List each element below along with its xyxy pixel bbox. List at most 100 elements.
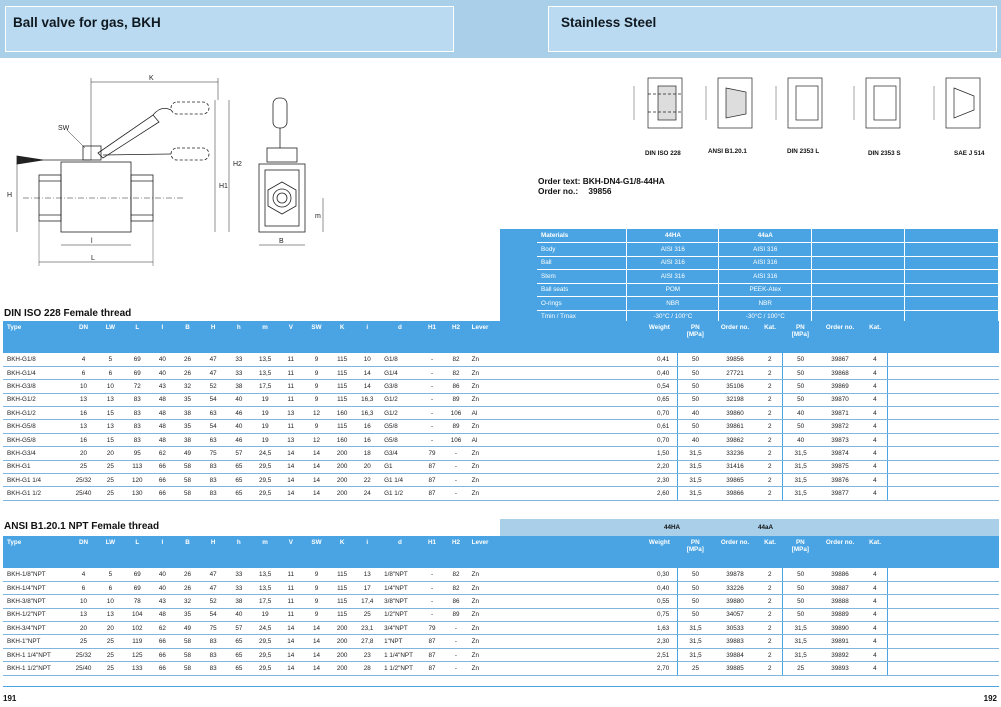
table-cell: 15 xyxy=(96,433,125,448)
table-cell: - xyxy=(419,594,445,609)
table-cell: 48 xyxy=(150,393,175,408)
table-cell: 72 xyxy=(124,379,151,394)
dim-m: m xyxy=(315,213,321,220)
table-cell: 2 xyxy=(757,594,783,609)
column-header: PN[MPa] xyxy=(677,321,713,353)
column-header: H1 xyxy=(419,536,445,568)
table-cell: 2 xyxy=(757,486,783,501)
table-cell: 1/8"NPT xyxy=(380,568,420,582)
table-cell: 3/4"NPT xyxy=(380,621,420,636)
table-cell: 2 xyxy=(757,648,783,663)
table-cell: 58 xyxy=(174,473,201,488)
table-cell: G3/8 xyxy=(380,379,420,394)
column-header: m xyxy=(251,536,279,568)
table-cell: 2 xyxy=(757,353,783,367)
table-cell: 0,61 xyxy=(502,419,678,434)
table-cell: 63 xyxy=(200,433,226,448)
section2-variant-bar: 44HA 44aA xyxy=(500,519,999,536)
table-cell: 83 xyxy=(124,433,151,448)
table-cell: G1 1/4 xyxy=(380,473,420,488)
din-iso-228-sketch xyxy=(633,77,683,129)
table-cell: 4 xyxy=(862,419,888,434)
table-cell: 20 xyxy=(96,621,125,636)
table-cell: 14 xyxy=(303,621,330,636)
table-cell: 14 xyxy=(278,661,304,676)
table-cell: 2,51 xyxy=(502,648,678,663)
table-cell: 47 xyxy=(200,581,226,596)
table-cell: 83 xyxy=(124,406,151,421)
table-cell: 2,30 xyxy=(502,634,678,649)
table-cell: G1/2 xyxy=(380,406,420,421)
table-cell: 20 xyxy=(70,621,97,636)
table-cell: 33 xyxy=(226,581,252,596)
table-cell: 200 xyxy=(329,648,355,663)
order-text: Order text: BKH-DN4-G1/8-44HA xyxy=(538,176,665,186)
table-cell: 17 xyxy=(354,581,381,596)
table-cell: Zn xyxy=(467,473,503,488)
table-cell: 10 xyxy=(96,379,125,394)
table-cell: 106 xyxy=(444,406,468,421)
table-cell: 13 xyxy=(96,393,125,408)
material-empty xyxy=(811,242,906,257)
table-cell: 19 xyxy=(251,393,279,408)
table-cell: 20 xyxy=(354,460,381,475)
table-cell: 6 xyxy=(70,581,97,596)
row-filler xyxy=(887,473,999,488)
column-header: SW xyxy=(303,321,330,353)
table-cell: 17,5 xyxy=(251,379,279,394)
table-cell: 39871 xyxy=(817,406,863,421)
table-cell: 2 xyxy=(757,379,783,394)
table-cell: 10 xyxy=(354,353,381,367)
table-cell: 50 xyxy=(782,594,818,609)
table-cell: 48 xyxy=(150,406,175,421)
row-filler xyxy=(887,594,999,609)
table-cell: 34057 xyxy=(712,608,758,623)
table-cell: 65 xyxy=(226,486,252,501)
table-cell: - xyxy=(419,393,445,408)
table-cell: 14 xyxy=(354,379,381,394)
table-cell: 115 xyxy=(329,393,355,408)
table-cell: 24,5 xyxy=(251,621,279,636)
table-cell: Zn xyxy=(467,621,503,636)
table-cell: 115 xyxy=(329,608,355,623)
col-44aA-label: 44aA xyxy=(758,524,774,531)
table-cell: 95 xyxy=(124,446,151,461)
column-header: Type xyxy=(3,321,71,353)
table-cell: 27721 xyxy=(712,366,758,381)
dim-H2: H2 xyxy=(233,161,242,168)
table-cell: 0,41 xyxy=(502,353,678,367)
table-cell: 20 xyxy=(70,446,97,461)
bottom-rule xyxy=(3,686,999,687)
table-cell: 200 xyxy=(329,446,355,461)
table-cell: 83 xyxy=(200,486,226,501)
table-cell: 24 xyxy=(354,486,381,501)
table-cell: 82 xyxy=(444,581,468,596)
thread-label-1: ANSI B1.20.1 xyxy=(708,148,747,155)
table-cell: 50 xyxy=(677,379,713,394)
table-cell: 50 xyxy=(782,608,818,623)
order-no-label: Order no.: xyxy=(538,186,579,196)
table-cell: 50 xyxy=(677,393,713,408)
table-cell: 2 xyxy=(757,419,783,434)
table-cell: 58 xyxy=(174,648,201,663)
material-empty xyxy=(904,242,999,257)
table-cell: 47 xyxy=(200,353,226,367)
table-cell: 16 xyxy=(70,433,97,448)
row-filler xyxy=(887,353,999,367)
table-cell: 14 xyxy=(303,661,330,676)
column-header: DN xyxy=(70,321,97,353)
table-cell: 52 xyxy=(200,379,226,394)
table-cell: BKH-G1 1/4 xyxy=(3,473,71,488)
material-empty xyxy=(811,269,906,284)
table-cell: 29,5 xyxy=(251,460,279,475)
table-cell: - xyxy=(444,621,468,636)
table-cell: BKH-G1/4 xyxy=(3,366,71,381)
material-part: Tmin / Tmax xyxy=(537,310,628,324)
table-cell: 83 xyxy=(200,473,226,488)
table-cell: 1/4"NPT xyxy=(380,581,420,596)
table-cell: 12 xyxy=(303,433,330,448)
table-cell: 20 xyxy=(96,446,125,461)
column-header: Lever xyxy=(467,321,503,353)
table-cell: 2 xyxy=(757,446,783,461)
